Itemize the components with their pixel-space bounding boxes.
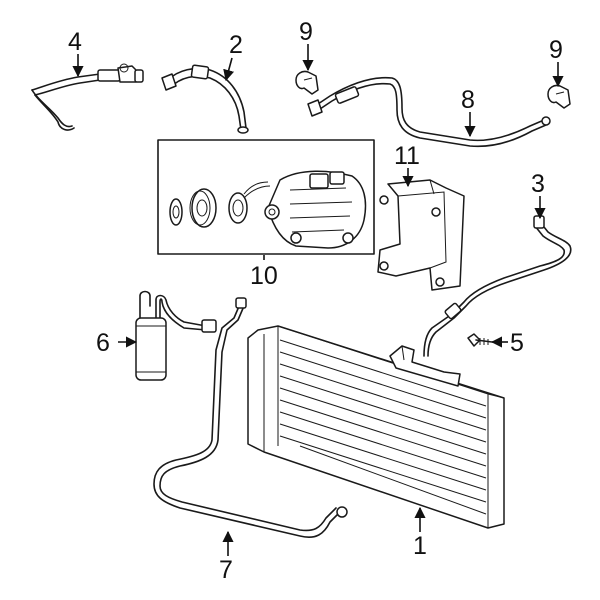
- part-11-bracket: [377, 179, 465, 291]
- callout-2: 2: [229, 31, 243, 59]
- part-3-tube: [423, 215, 572, 357]
- part-9-clip-right: [547, 84, 571, 109]
- part-9-clip-left: [295, 70, 319, 95]
- part-4-hose: [31, 63, 144, 131]
- part-7-tube: [153, 297, 348, 538]
- callout-arrows: [72, 44, 564, 556]
- callout-1: 1: [413, 532, 427, 560]
- part-6-drier: [135, 290, 217, 381]
- part-10-compressor-kit: [157, 139, 375, 255]
- callout-7: 7: [219, 556, 233, 584]
- callout-11: 11: [394, 142, 420, 170]
- callout-3: 3: [531, 170, 545, 198]
- callout-6: 6: [96, 329, 110, 357]
- part-8-tube: [307, 76, 551, 148]
- callout-5: 5: [510, 329, 524, 357]
- callout-4: 4: [68, 28, 82, 56]
- part-2-hose: [161, 64, 249, 134]
- callout-10: 10: [250, 262, 278, 290]
- callout-9-right: 9: [549, 36, 563, 64]
- callout-labels: 4 2 9 9 8 11 3 10 5 6 1 7: [68, 18, 563, 584]
- part-1-condenser: [247, 325, 505, 529]
- callout-8: 8: [461, 86, 475, 114]
- part-5-bolt: [467, 333, 493, 347]
- callout-9-left: 9: [299, 18, 313, 46]
